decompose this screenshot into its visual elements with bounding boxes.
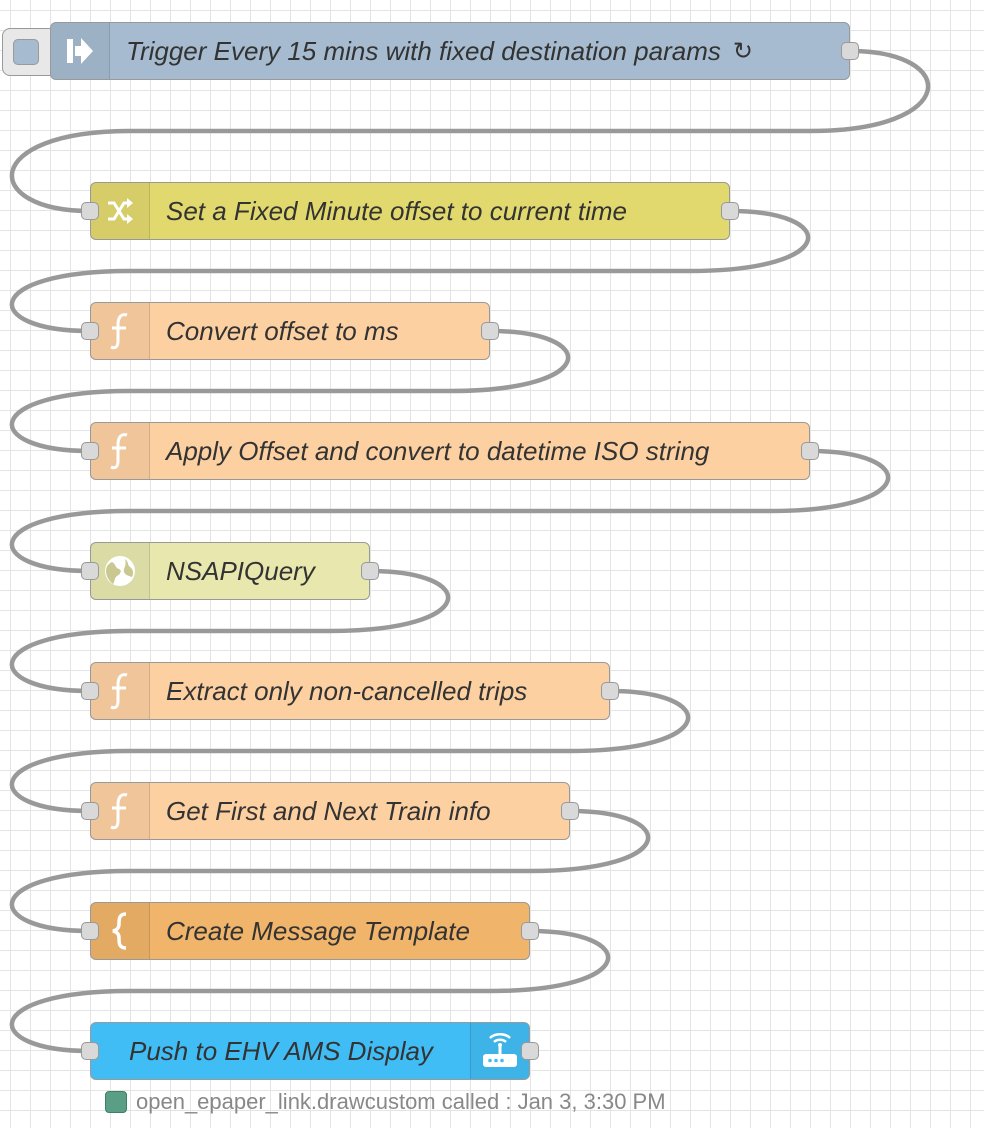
inject-node[interactable]: Trigger Every 15 mins with fixed destina… bbox=[50, 22, 859, 80]
repeat-icon: ↻ bbox=[732, 37, 753, 65]
function-node-label: Apply Offset and convert to datetime ISO… bbox=[166, 435, 710, 466]
function-input-port[interactable] bbox=[81, 802, 99, 820]
inject-output-port[interactable] bbox=[841, 42, 859, 60]
template-node-label: Create Message Template bbox=[166, 915, 470, 946]
function-node-label: Convert offset to ms bbox=[166, 315, 399, 346]
template-output-port[interactable] bbox=[521, 922, 539, 940]
function-input-port[interactable] bbox=[81, 442, 99, 460]
function-input-port[interactable] bbox=[81, 322, 99, 340]
call-service-input-port[interactable] bbox=[81, 1042, 99, 1060]
status-text: open_epaper_link.drawcustom called : Jan… bbox=[136, 1089, 666, 1114]
change-input-port[interactable] bbox=[81, 202, 99, 220]
http-request-node[interactable]: NSAPIQuery bbox=[81, 542, 379, 600]
globe-icon bbox=[91, 543, 150, 599]
function-node-train-info[interactable]: Get First and Next Train info bbox=[81, 782, 579, 840]
function-output-port[interactable] bbox=[561, 802, 579, 820]
call-service-node[interactable]: Push to EHV AMS Display bbox=[81, 1022, 539, 1080]
function-icon bbox=[91, 303, 150, 359]
function-output-port[interactable] bbox=[481, 322, 499, 340]
inject-node-label: Trigger Every 15 mins with fixed destina… bbox=[126, 35, 721, 66]
change-output-port[interactable] bbox=[721, 202, 739, 220]
router-icon bbox=[470, 1023, 529, 1079]
inject-arrow-icon bbox=[51, 23, 110, 79]
function-icon bbox=[91, 663, 150, 719]
function-icon bbox=[91, 423, 150, 479]
call-service-output-port[interactable] bbox=[521, 1042, 539, 1060]
function-node-extract-trips[interactable]: Extract only non-cancelled trips bbox=[81, 662, 619, 720]
http-output-port[interactable] bbox=[361, 562, 379, 580]
call-service-node-label: Push to EHV AMS Display bbox=[129, 1035, 433, 1066]
inject-trigger-button[interactable] bbox=[2, 28, 52, 76]
change-node[interactable]: Set a Fixed Minute offset to current tim… bbox=[81, 182, 739, 240]
change-node-label: Set a Fixed Minute offset to current tim… bbox=[166, 195, 627, 226]
inject-button-face bbox=[13, 39, 39, 65]
http-node-label: NSAPIQuery bbox=[166, 555, 315, 586]
function-node-apply-offset[interactable]: Apply Offset and convert to datetime ISO… bbox=[81, 422, 819, 480]
function-node-convert-offset[interactable]: Convert offset to ms bbox=[81, 302, 499, 360]
http-input-port[interactable] bbox=[81, 562, 99, 580]
function-output-port[interactable] bbox=[801, 442, 819, 460]
shuffle-icon bbox=[91, 183, 150, 239]
template-input-port[interactable] bbox=[81, 922, 99, 940]
function-input-port[interactable] bbox=[81, 682, 99, 700]
function-output-port[interactable] bbox=[601, 682, 619, 700]
function-node-label: Extract only non-cancelled trips bbox=[166, 675, 528, 706]
status-dot bbox=[105, 1091, 127, 1113]
node-status: open_epaper_link.drawcustom called : Jan… bbox=[105, 1089, 666, 1115]
function-node-label: Get First and Next Train info bbox=[166, 795, 491, 826]
brace-icon bbox=[91, 903, 150, 959]
function-icon bbox=[91, 783, 150, 839]
template-node[interactable]: Create Message Template bbox=[81, 902, 539, 960]
